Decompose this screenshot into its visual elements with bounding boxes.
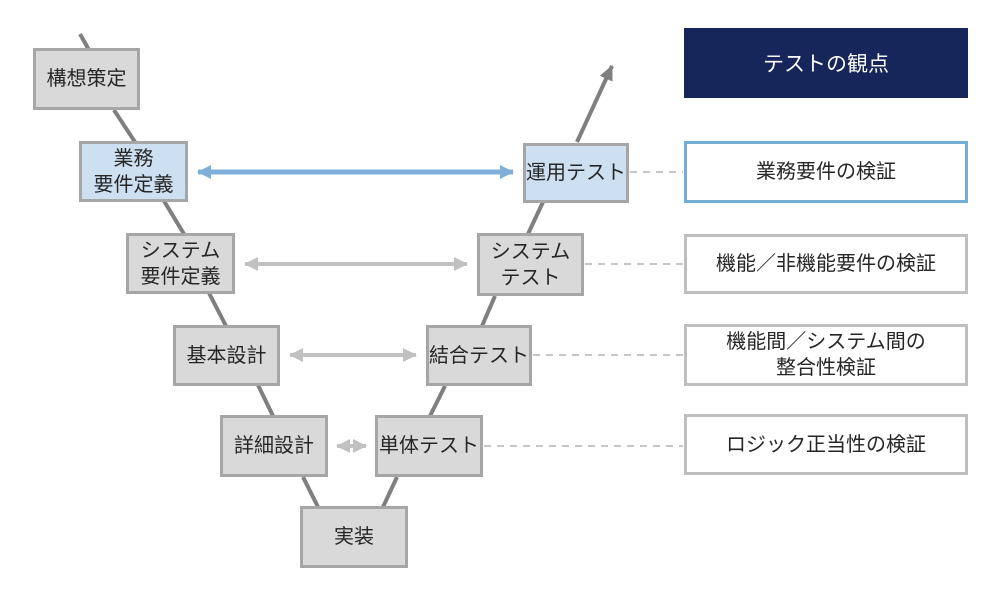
chain-detail-to-impl — [301, 476, 320, 508]
node-label: 構想策定 — [46, 68, 127, 90]
panel-item-label: ロジック正当性の検証 — [726, 433, 926, 456]
node-label: 実装 — [334, 526, 374, 548]
panel-header-test-perspectives: テストの観点 — [684, 28, 968, 98]
node-label: テスト — [500, 266, 561, 289]
node-label: システム — [140, 239, 221, 262]
panel-item-label: 整合性検証 — [776, 357, 876, 379]
panel-item-label: 機能間／システム間の — [726, 331, 926, 353]
node-label: 基本設計 — [186, 344, 267, 367]
panel-item-logic-verification: ロジック正当性の検証 — [684, 414, 968, 475]
node-detailed-design: 詳細設計 — [220, 415, 328, 477]
panel-item-label: 機能／非機能要件の検証 — [716, 253, 936, 275]
node-implementation: 実装 — [300, 506, 408, 568]
node-label: 運用テスト — [526, 162, 626, 184]
chain-basic-to-detail — [256, 384, 275, 417]
node-operation-test: 運用テスト — [523, 143, 629, 203]
node-integration-test: 結合テスト — [426, 325, 532, 386]
node-system-test: システム テスト — [477, 233, 584, 296]
node-label: システム — [490, 240, 571, 263]
node-basic-design: 基本設計 — [173, 325, 280, 386]
panel-item-consistency-verification: 機能間／システム間の 整合性検証 — [684, 324, 968, 386]
node-label: 業務 — [113, 147, 154, 170]
panel-item-label: 業務要件の検証 — [756, 161, 896, 183]
panel-item-business-req-verification: 業務要件の検証 — [684, 141, 968, 203]
node-label: 要件定義 — [140, 265, 221, 288]
chain-unit-to-integration — [428, 385, 447, 417]
chain-impl-to-unit — [381, 476, 399, 508]
chain-business-to-sysreq — [162, 199, 186, 236]
node-label: 単体テスト — [379, 435, 479, 457]
chain-sysreq-to-basic — [207, 292, 228, 327]
up-arrow — [575, 65, 614, 143]
panel-item-functional-req-verification: 機能／非機能要件の検証 — [684, 234, 968, 294]
chain-stub-top — [78, 33, 91, 51]
node-concept-planning: 構想策定 — [33, 48, 140, 110]
node-label: 結合テスト — [429, 344, 529, 367]
node-unit-test: 単体テスト — [375, 415, 483, 477]
chain-integration-to-system — [480, 295, 497, 327]
chain-concept-to-business — [112, 108, 137, 144]
node-system-requirements-definition: システム 要件定義 — [126, 233, 235, 294]
panel-header-label: テストの観点 — [763, 53, 889, 76]
node-label: 要件定義 — [93, 173, 174, 196]
node-label: 詳細設計 — [234, 435, 314, 457]
node-business-requirements-definition: 業務 要件定義 — [79, 141, 188, 202]
chain-system-to-operation — [526, 201, 545, 235]
